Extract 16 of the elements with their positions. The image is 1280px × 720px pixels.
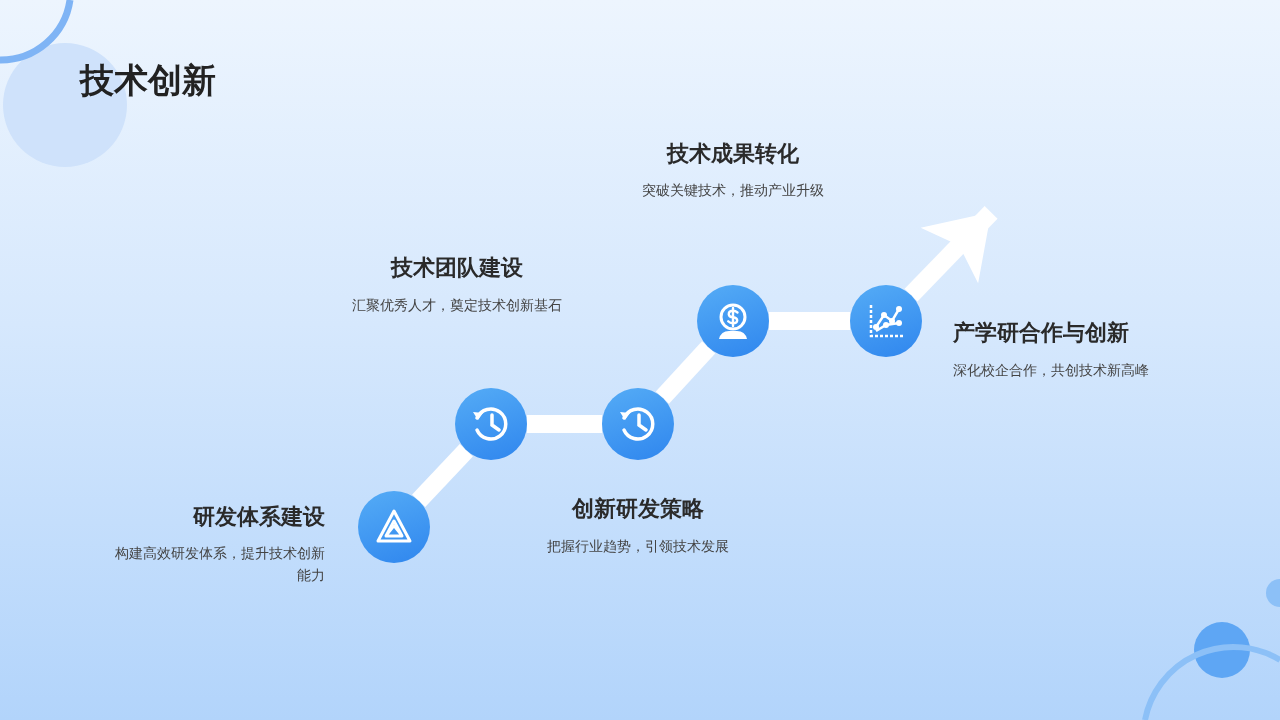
step-description: 突破关键技术，推动产业升级	[641, 181, 825, 200]
step-heading: 研发体系建设	[192, 503, 325, 531]
step-description: 把握行业趋势，引领技术发展	[546, 537, 730, 556]
step-description: 深化校企合作，共创技术新高峰	[953, 361, 1150, 380]
arrow	[904, 206, 998, 302]
step-description: 汇聚优秀人才，奠定技术创新基石	[351, 296, 563, 315]
step-heading: 技术团队建设	[389, 254, 524, 282]
step-heading: 产学研合作与创新	[953, 319, 1130, 347]
title: 技术创新	[80, 59, 216, 102]
connector-line	[412, 444, 473, 507]
connector-line	[527, 415, 602, 433]
connector-line	[655, 341, 716, 404]
step-heading: 技术成果转化	[665, 140, 800, 168]
step-heading: 创新研发策略	[570, 495, 705, 523]
step-description: 构建高效研发体系，提升技术创新能力	[114, 544, 325, 585]
connector-line	[769, 312, 850, 330]
